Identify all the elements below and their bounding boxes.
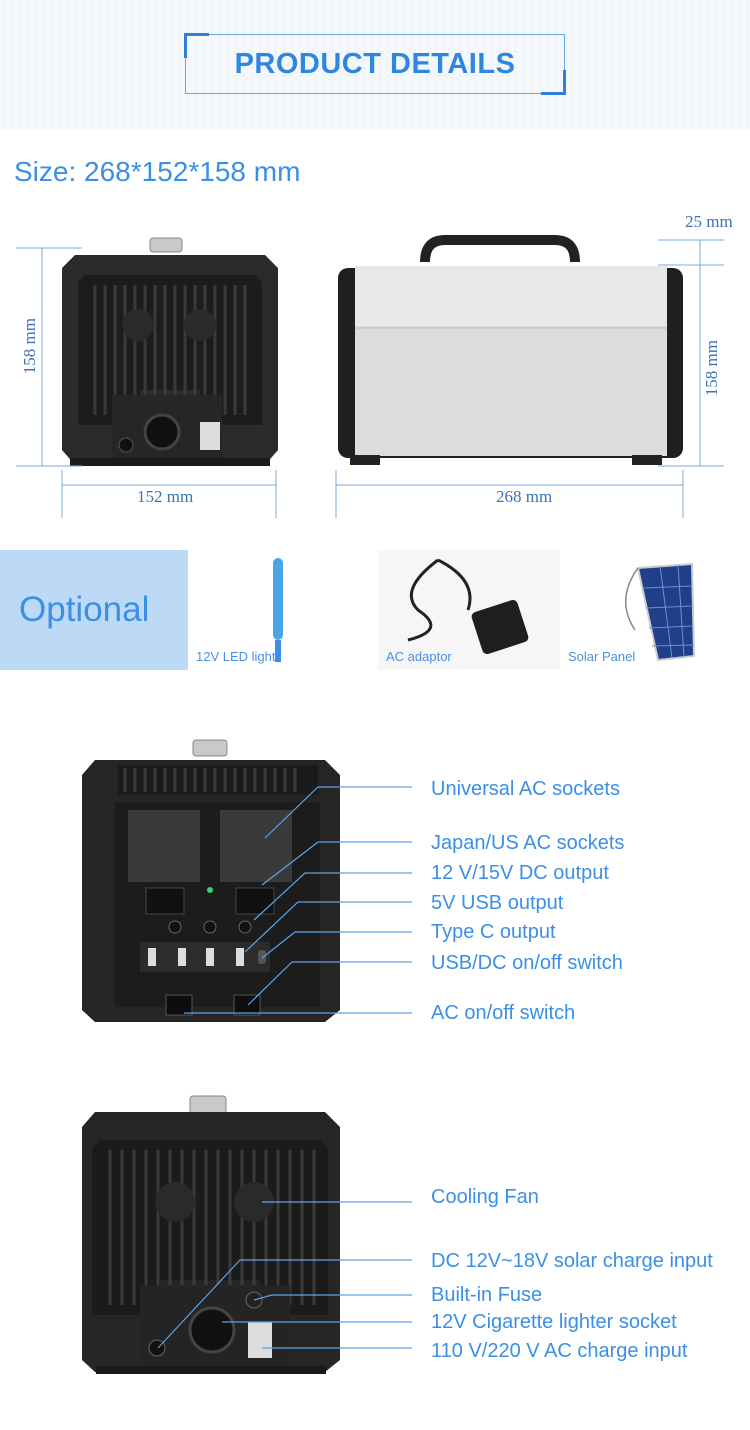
- handle-height-label: 25 mm: [685, 212, 733, 231]
- callout-usb-output: 5V USB output: [431, 892, 564, 914]
- front-width-label: 152 mm: [137, 487, 194, 506]
- dimension-drawing: [16, 235, 724, 518]
- callout-dc-output: 12 V/15V DC output: [431, 862, 609, 884]
- optional-label-panel: Optional: [0, 550, 188, 670]
- optional-item-solar-panel: Solar Panel: [560, 550, 750, 670]
- back-panel-drawing: [82, 1095, 412, 1374]
- optional-item-led-light: 12V LED light: [188, 550, 378, 670]
- side-unit-image: [338, 235, 683, 465]
- optional-caption: 12V LED light: [196, 649, 276, 664]
- back-panel-unit-image: [82, 1095, 340, 1374]
- solar-panel-image: [624, 562, 696, 662]
- callout-cooling-fan: Cooling Fan: [431, 1186, 539, 1208]
- dimension-diagram: 158 mm 152 mm 268 mm 158 mm 25 mm: [0, 200, 750, 530]
- front-height-label: 158 mm: [20, 318, 39, 375]
- dimension-lines: [16, 239, 724, 518]
- callout-ac-switch: AC on/off switch: [431, 1002, 576, 1024]
- callout-type-c: Type C output: [431, 921, 556, 943]
- led-light-image: [273, 558, 283, 662]
- header-banner: PRODUCT DETAILS: [0, 0, 750, 130]
- front-panel-drawing: [82, 739, 412, 1022]
- page-title: PRODUCT DETAILS: [234, 47, 516, 80]
- side-height-label: 158 mm: [702, 340, 721, 397]
- optional-caption: Solar Panel: [568, 649, 636, 664]
- callout-ac-charge-input: 110 V/220 V AC charge input: [431, 1340, 688, 1362]
- front-unit-image: [62, 237, 278, 466]
- callout-japan-us-ac: Japan/US AC sockets: [431, 832, 625, 854]
- optional-label: Optional: [19, 590, 150, 629]
- ac-adaptor-image: [407, 558, 529, 655]
- back-callout-lines: [157, 1201, 412, 1349]
- front-callout-lines: [184, 786, 412, 1014]
- callout-usb-dc-switch: USB/DC on/off switch: [431, 952, 623, 974]
- title-frame: PRODUCT DETAILS: [184, 33, 566, 95]
- callout-universal-ac: Universal AC sockets: [431, 778, 620, 800]
- optional-caption: AC adaptor: [386, 649, 452, 664]
- callout-solar-input: DC 12V~18V solar charge input: [431, 1250, 713, 1272]
- side-width-label: 268 mm: [496, 487, 553, 506]
- size-text: Size: 268*152*158 mm: [14, 156, 301, 187]
- callout-cigarette-socket: 12V Cigarette lighter socket: [431, 1311, 677, 1333]
- optional-item-ac-adaptor: AC adaptor: [378, 550, 560, 670]
- front-panel-unit-image: [82, 739, 340, 1022]
- callout-fuse: Built-in Fuse: [431, 1284, 543, 1306]
